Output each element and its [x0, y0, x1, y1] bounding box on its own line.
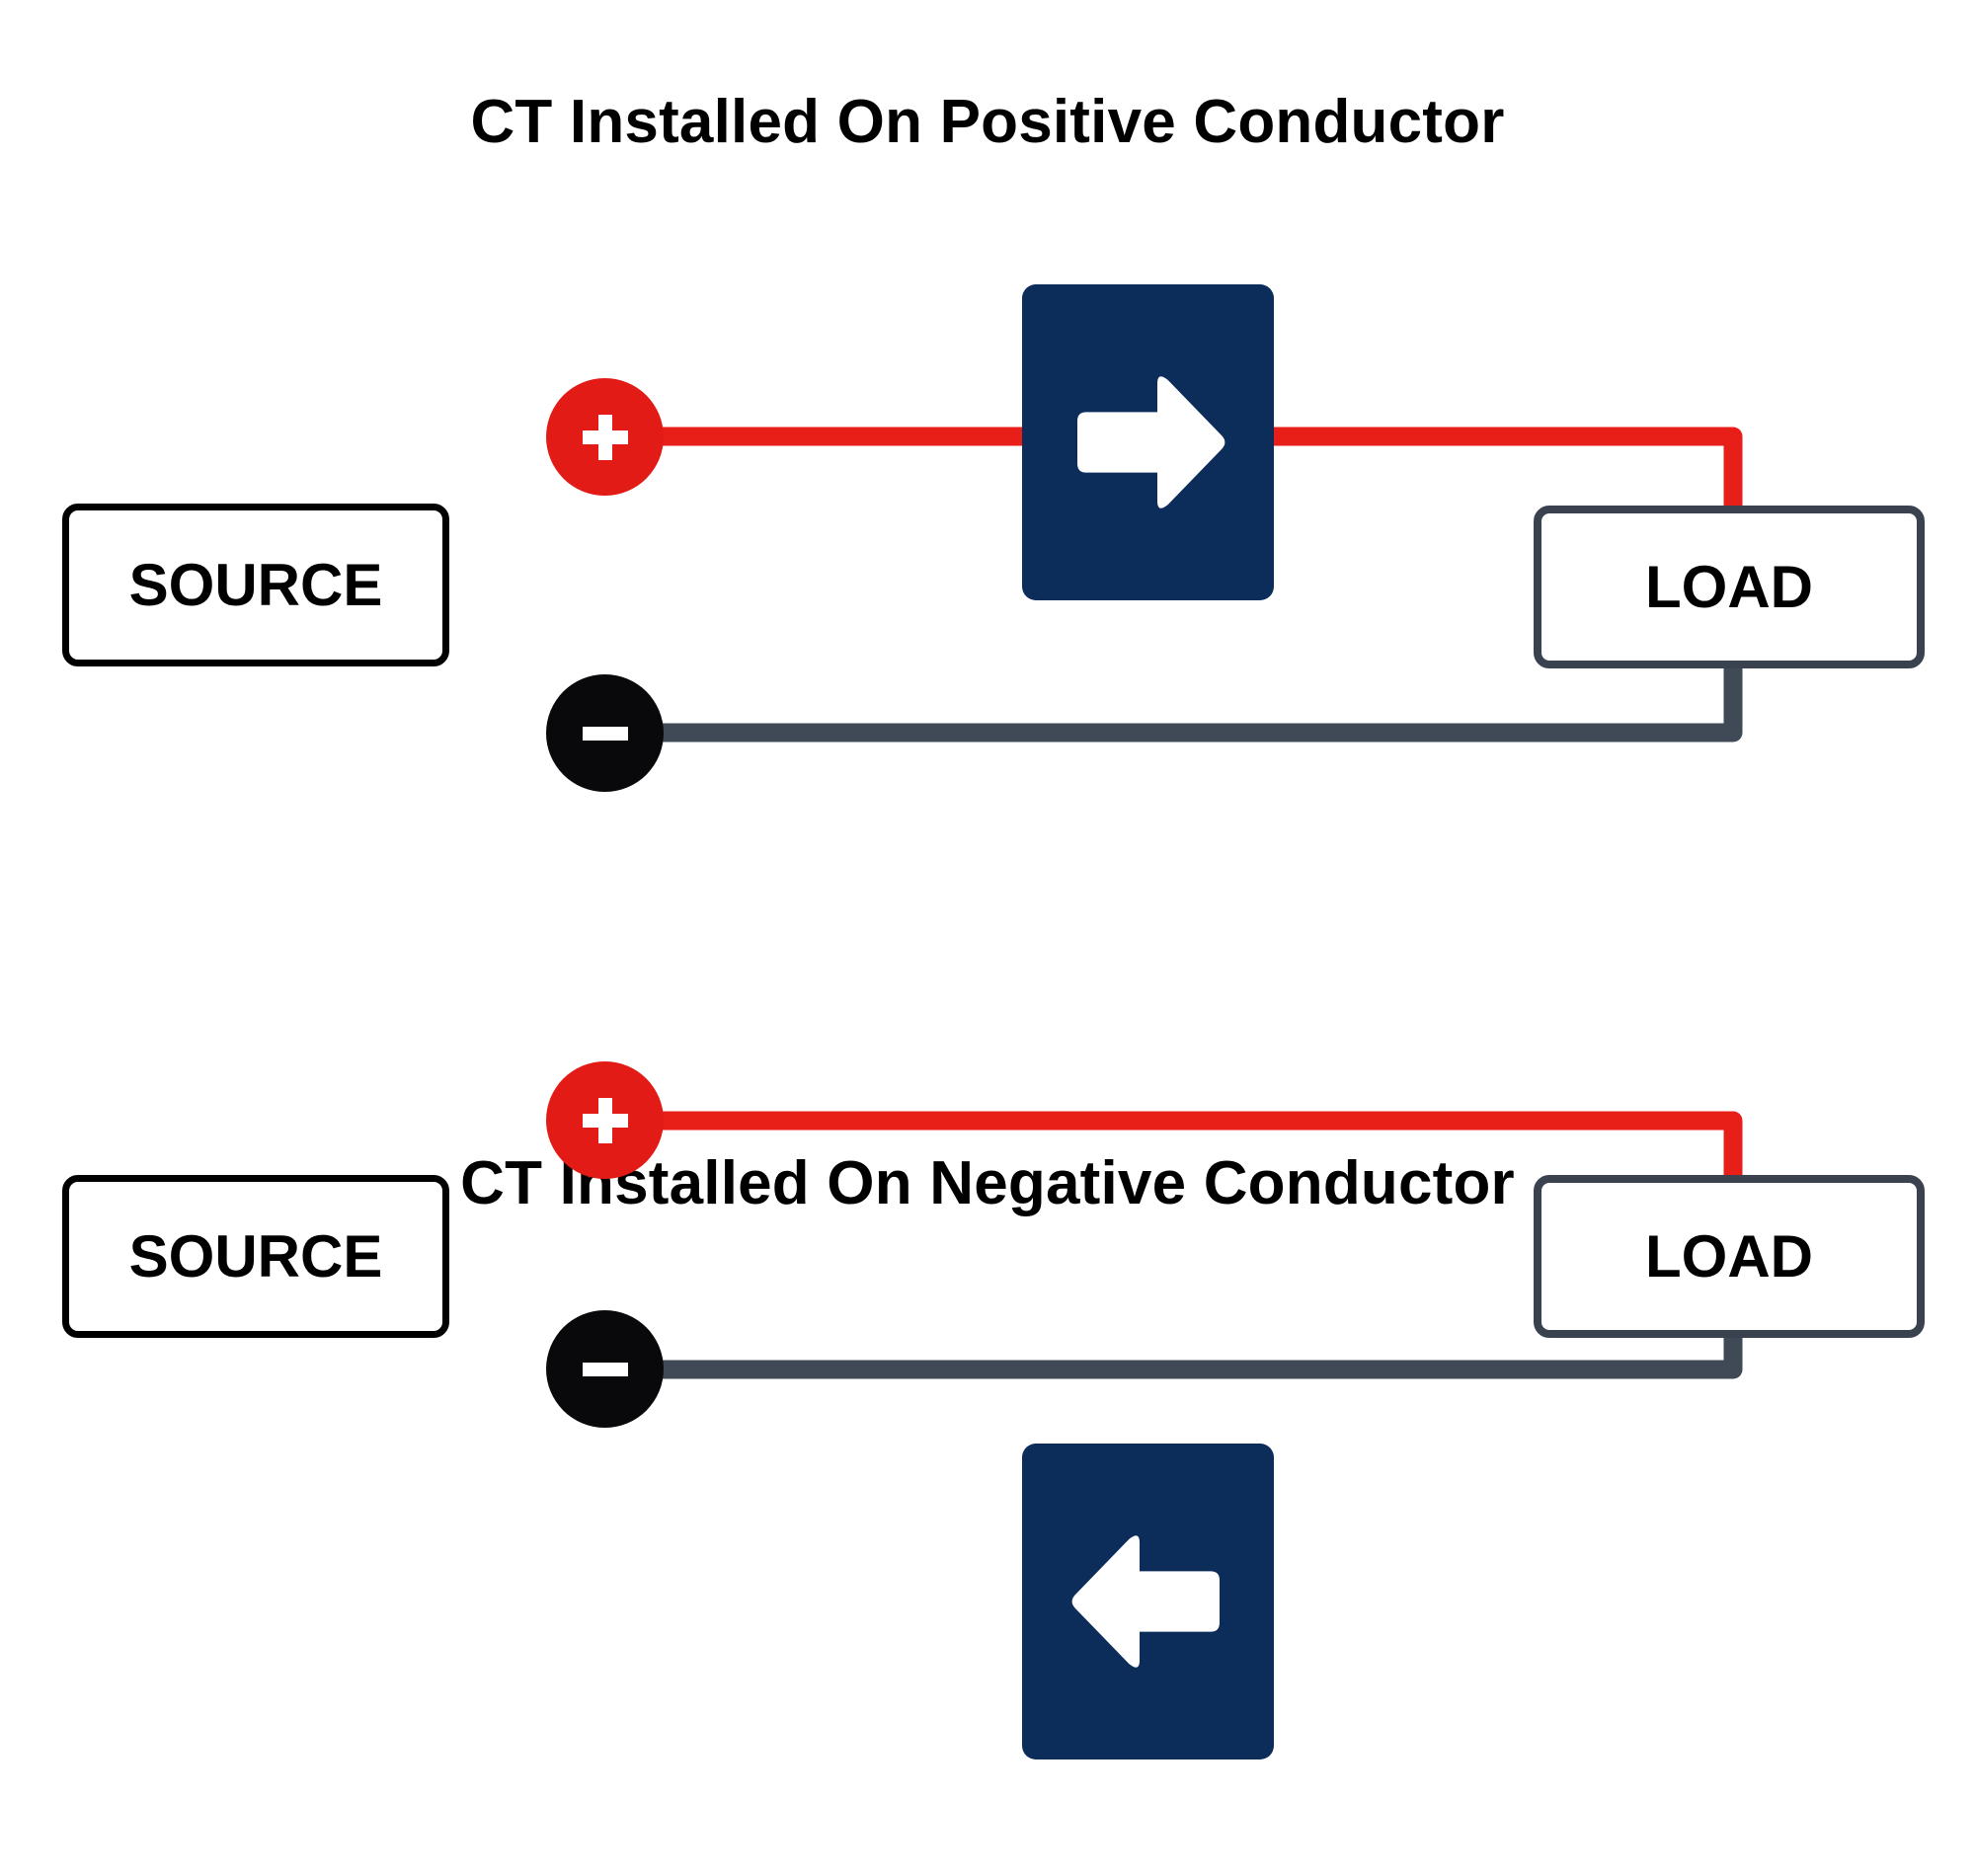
- wiring-positive-panel: [604, 427, 1743, 743]
- positive-conductor-wire: [604, 427, 1743, 506]
- ct-sensor-box-positive: [1022, 284, 1274, 600]
- source-label: SOURCE: [128, 552, 383, 618]
- positive-terminal-badge: [546, 378, 664, 496]
- plus-icon: [582, 414, 628, 460]
- positive-terminal-badge: [546, 1061, 664, 1179]
- arrow-left-icon: [1071, 1535, 1220, 1668]
- load-label: LOAD: [1645, 1223, 1813, 1290]
- arrow-right-icon: [1076, 376, 1224, 508]
- source-box: SOURCE: [62, 504, 449, 666]
- load-box: LOAD: [1534, 1175, 1925, 1338]
- source-label: SOURCE: [128, 1223, 383, 1290]
- panel-title-positive: CT Installed On Positive Conductor: [470, 88, 1505, 156]
- plus-icon: [582, 1097, 628, 1143]
- ct-sensor-box-negative: [1022, 1444, 1274, 1759]
- negative-terminal-badge: [546, 1310, 664, 1428]
- panel-ct-on-negative-conductor: CT Installed On Negative Conductor SOURC…: [0, 938, 1975, 1876]
- panel-ct-on-positive-conductor: CT Installed On Positive Conductor SOURC…: [62, 88, 1925, 792]
- minus-icon: [582, 1362, 628, 1376]
- wiring-negative-panel: [604, 1111, 1743, 1379]
- minus-icon: [582, 726, 628, 741]
- load-label: LOAD: [1645, 554, 1813, 620]
- negative-conductor-wire: [604, 668, 1743, 743]
- load-box: LOAD: [1534, 506, 1925, 668]
- source-box: SOURCE: [62, 1175, 449, 1338]
- negative-conductor-wire: [604, 1338, 1743, 1379]
- negative-terminal-badge: [546, 674, 664, 792]
- positive-conductor-wire: [604, 1111, 1743, 1175]
